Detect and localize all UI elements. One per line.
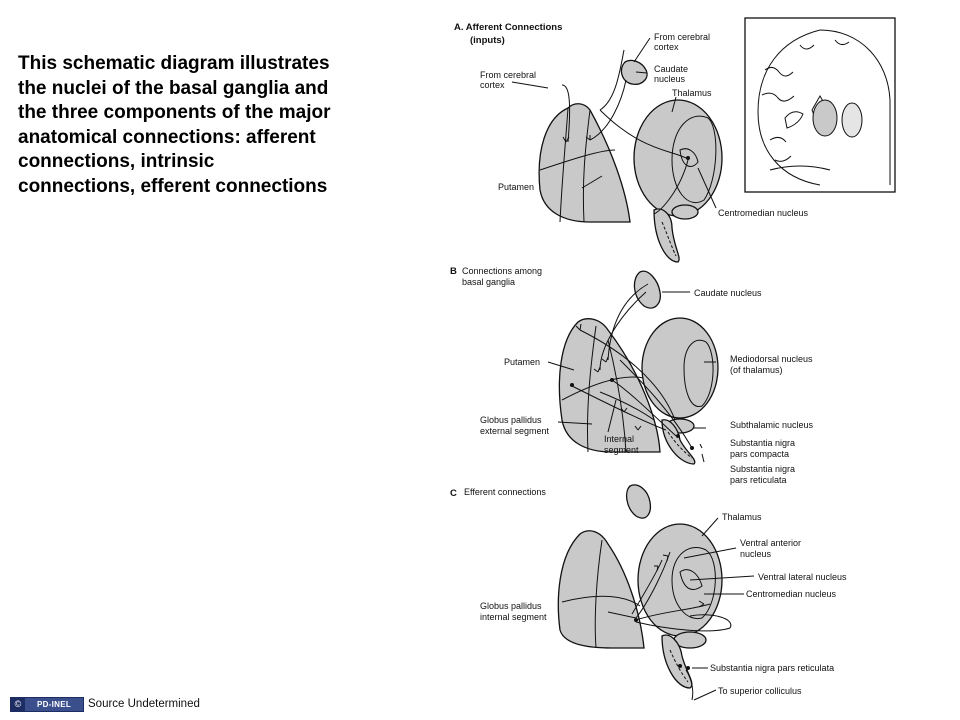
svg-text:cortex: cortex bbox=[654, 42, 679, 52]
label-gp-internal: Globus pallidus bbox=[480, 601, 542, 611]
caudate-shape-a bbox=[620, 59, 648, 85]
gp-internal-shape bbox=[557, 530, 645, 649]
license-badge-text: PD-INEL bbox=[25, 697, 83, 711]
panel-a-title: A. Afferent Connections bbox=[454, 22, 562, 33]
figure-svg: A. Afferent Connections (inputs) bbox=[450, 17, 896, 701]
basal-ganglia-figure: A. Afferent Connections (inputs) bbox=[440, 0, 900, 720]
svg-text:nucleus: nucleus bbox=[654, 74, 686, 84]
svg-text:internal segment: internal segment bbox=[480, 612, 547, 622]
label-thalamus-c: Thalamus bbox=[722, 512, 762, 522]
panel-b: B Connections among basal ganglia Caudat… bbox=[450, 266, 814, 485]
label-caudate-a: Caudate bbox=[654, 64, 688, 74]
panel-c-letter: C bbox=[450, 488, 457, 499]
caption-line: connections, efferent connections bbox=[18, 175, 328, 197]
panel-a: A. Afferent Connections (inputs) bbox=[454, 17, 896, 263]
label-subthalamic: Subthalamic nucleus bbox=[730, 420, 814, 430]
copyright-icon: © bbox=[11, 697, 25, 711]
svg-text:external segment: external segment bbox=[480, 426, 550, 436]
svg-text:nucleus: nucleus bbox=[740, 549, 772, 559]
label-superior-colliculus: To superior colliculus bbox=[718, 686, 802, 696]
caption-line: the three components of the major bbox=[18, 102, 331, 123]
svg-text:(of thalamus): (of thalamus) bbox=[730, 365, 783, 375]
label-internal-segment: Internal bbox=[604, 434, 634, 444]
panel-c-title: Efferent connections bbox=[464, 487, 546, 497]
svg-text:basal ganglia: basal ganglia bbox=[462, 277, 515, 287]
source-text: Source Undetermined bbox=[88, 698, 200, 710]
label-caudate-b: Caudate nucleus bbox=[694, 288, 762, 298]
label-centromedian-a: Centromedian nucleus bbox=[718, 208, 809, 218]
label-centromedian-c: Centromedian nucleus bbox=[746, 589, 837, 599]
label-putamen-a: Putamen bbox=[498, 182, 534, 192]
svg-text:cortex: cortex bbox=[480, 80, 505, 90]
brain-inset bbox=[744, 17, 896, 193]
label-thalamus-a: Thalamus bbox=[672, 88, 712, 98]
label-from-cortex-a-right: From cerebral bbox=[654, 32, 710, 42]
footer-attribution: © PD-INEL Source Undetermined bbox=[10, 696, 200, 712]
panel-b-title: Connections among bbox=[462, 266, 542, 276]
label-from-cortex-a-left: From cerebral bbox=[480, 70, 536, 80]
caudate-shape-c bbox=[625, 484, 652, 519]
label-mediodorsal: Mediodorsal nucleus bbox=[730, 354, 813, 364]
panel-b-letter: B bbox=[450, 266, 457, 277]
caudate-shape-b bbox=[633, 270, 661, 309]
label-sn-reticulata-b: Substantia nigra bbox=[730, 464, 795, 474]
label-ventral-lateral: Ventral lateral nucleus bbox=[758, 572, 847, 582]
caption-text: This schematic diagram illustrates the n… bbox=[18, 52, 418, 199]
caption-line: the nuclei of the basal ganglia and bbox=[18, 77, 329, 99]
caption-line: connections, intrinsic bbox=[18, 151, 215, 172]
putamen-shape-b bbox=[558, 318, 661, 453]
license-badge[interactable]: © PD-INEL bbox=[10, 696, 84, 712]
panel-a-subtitle: (inputs) bbox=[470, 35, 505, 46]
svg-text:segment: segment bbox=[604, 445, 639, 455]
label-ventral-anterior: Ventral anterior bbox=[740, 538, 801, 548]
label-gp-external: Globus pallidus bbox=[480, 415, 542, 425]
caption-line: This schematic diagram illustrates bbox=[18, 53, 330, 74]
label-putamen-b: Putamen bbox=[504, 357, 540, 367]
caption-line: anatomical connections: afferent bbox=[18, 126, 316, 148]
svg-text:pars compacta: pars compacta bbox=[730, 449, 789, 459]
svg-text:pars reticulata: pars reticulata bbox=[730, 475, 787, 485]
label-sn-compacta: Substantia nigra bbox=[730, 438, 795, 448]
label-sn-reticulata-c: Substantia nigra pars reticulata bbox=[710, 663, 834, 673]
panel-c: C Efferent connections Thalamus Ventral … bbox=[450, 484, 847, 701]
